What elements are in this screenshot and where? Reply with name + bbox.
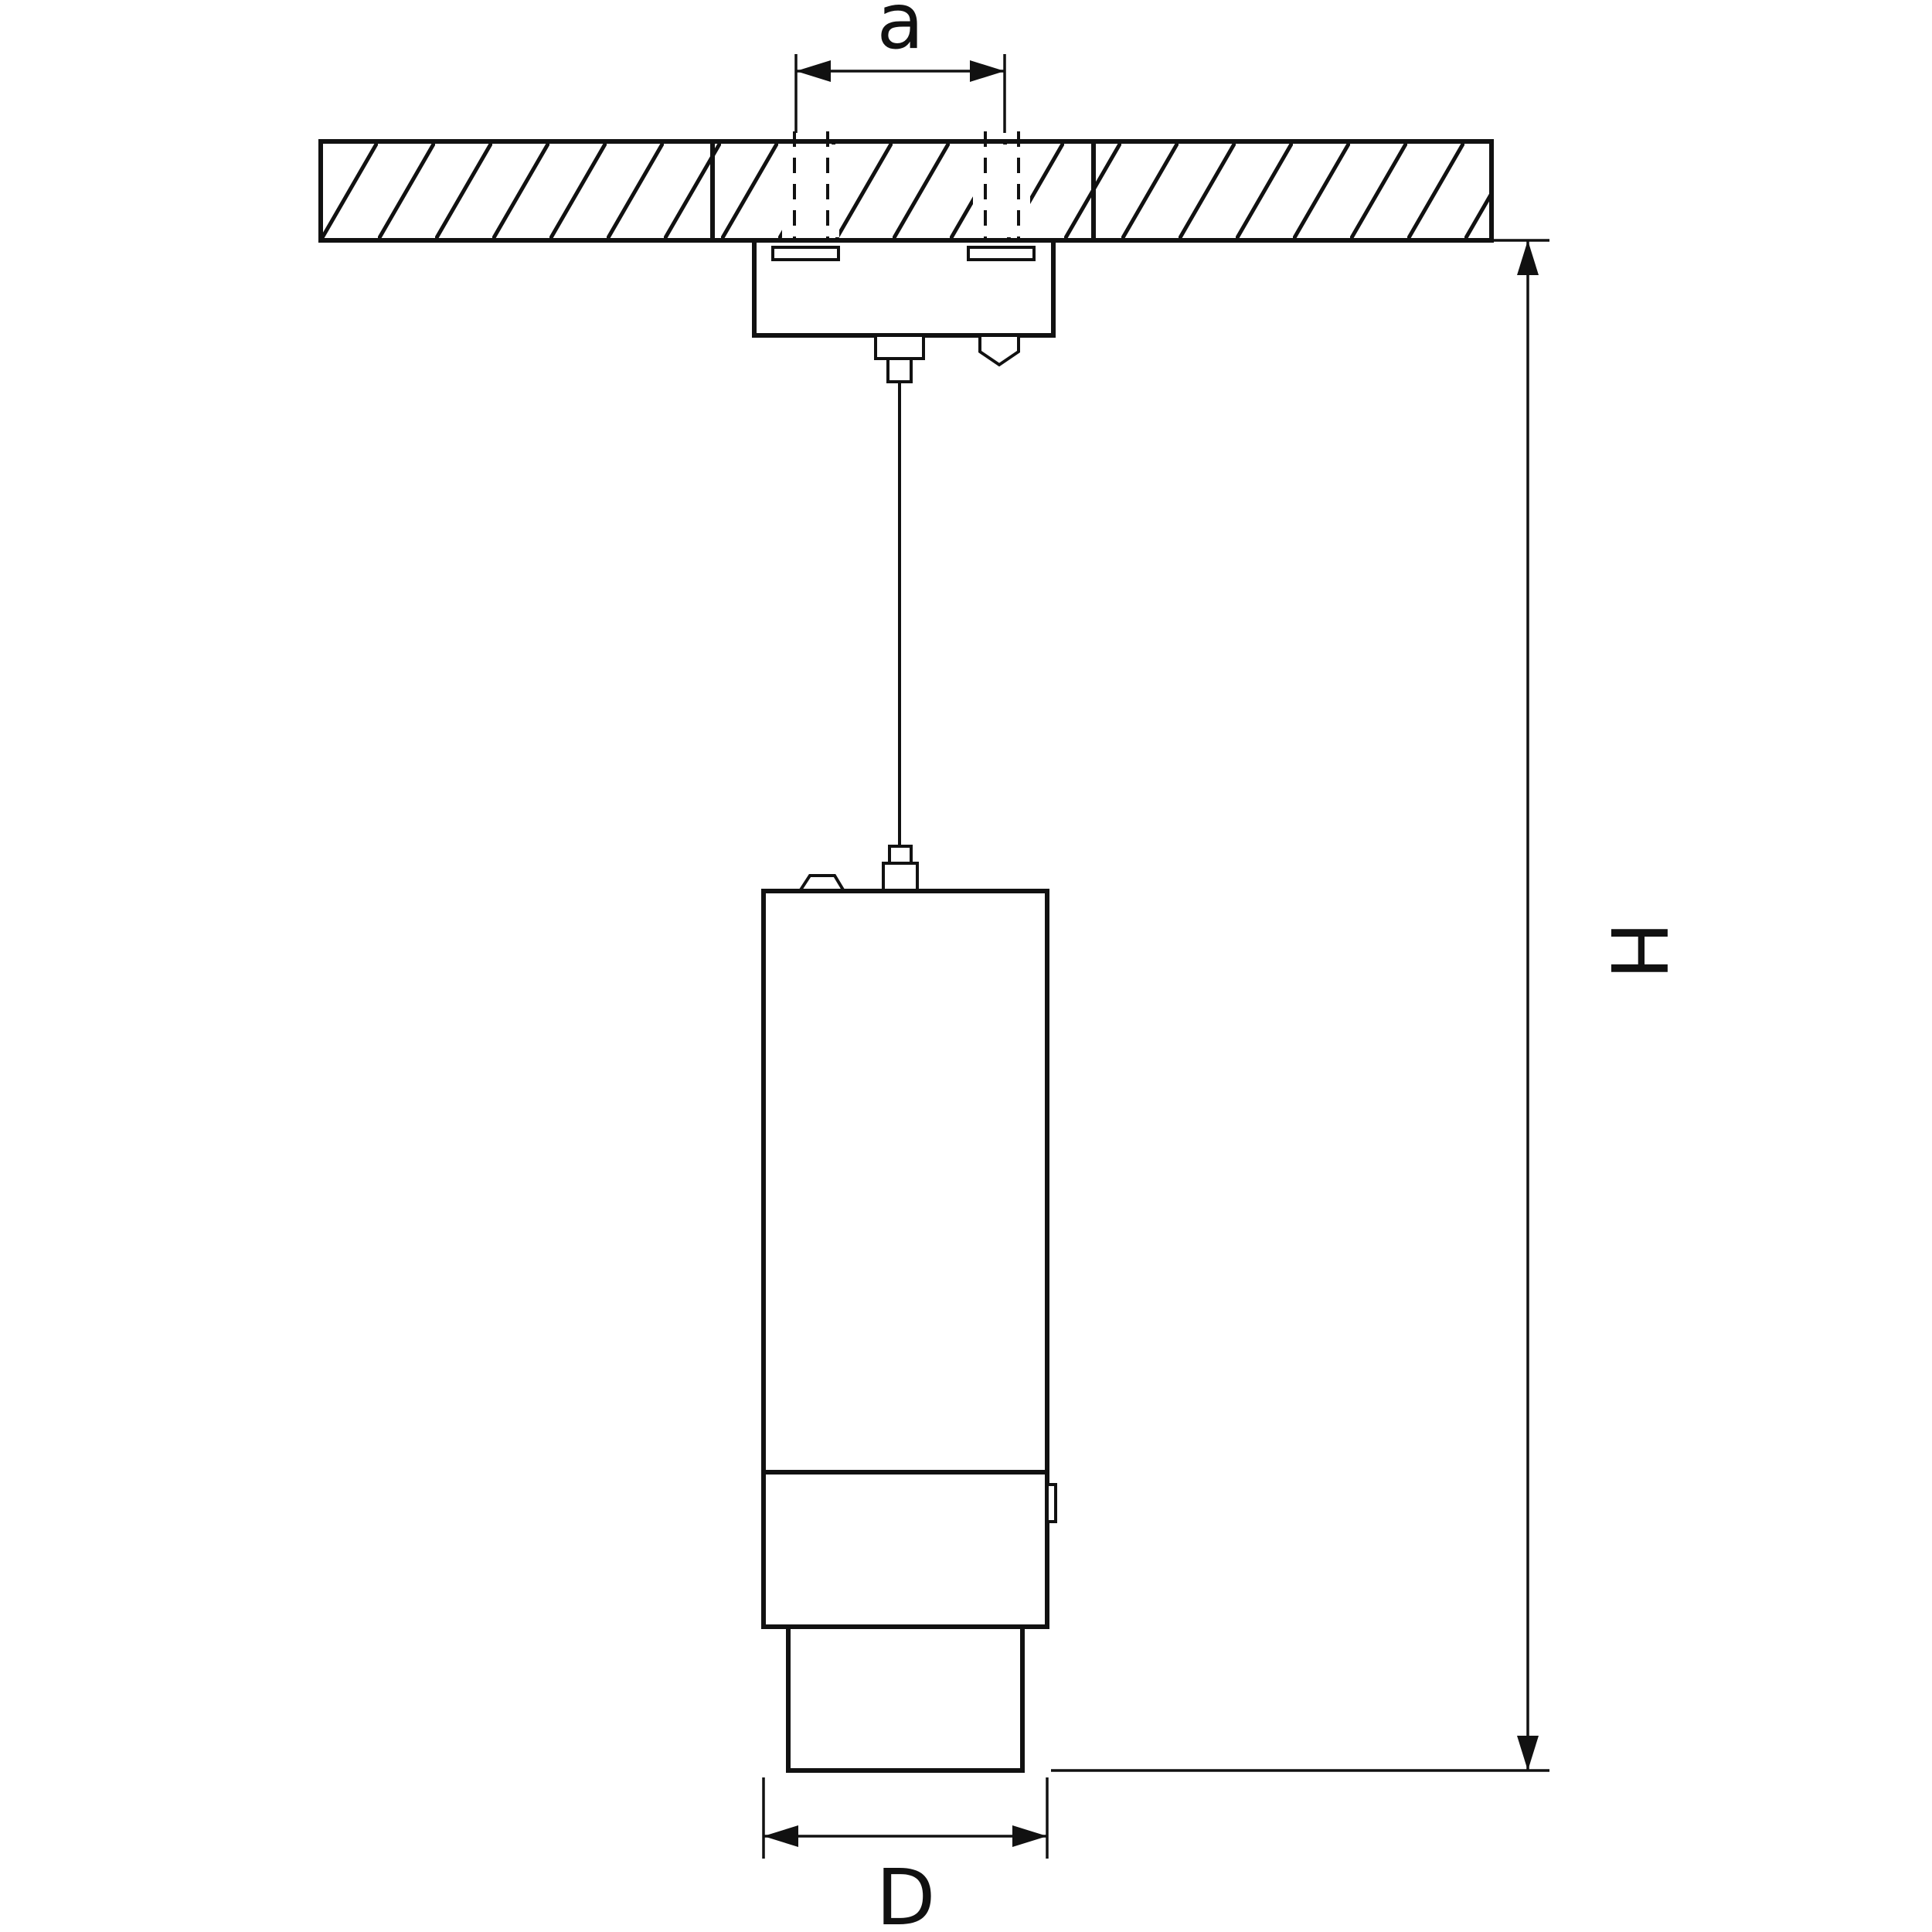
- dimension-d: D: [762, 1777, 1049, 1932]
- ceiling-hatch: [321, 141, 1492, 240]
- dim-a-arrow-right: [970, 60, 1005, 82]
- dim-a-arrow-left: [796, 60, 831, 82]
- label-h: H: [1593, 921, 1683, 979]
- lamp: [761, 845, 1057, 1773]
- hole-clearance-right: [973, 145, 1030, 237]
- hole-clearance-left: [782, 145, 839, 237]
- ceiling-section: [318, 131, 1494, 267]
- dim-d-arrow-left: [764, 1825, 798, 1847]
- lamp-diffuser: [786, 1624, 1025, 1773]
- dimension-h: H: [1051, 239, 1683, 1772]
- dim-h-arrow-bottom: [1517, 1736, 1539, 1770]
- lamp-cable-grip-top: [888, 845, 913, 865]
- lamp-cable-grip-base: [882, 862, 919, 893]
- canopy-clamp-tab: [978, 334, 1020, 367]
- dim-d-arrow-right: [1012, 1825, 1047, 1847]
- canopy-cable-nipple: [886, 357, 913, 383]
- canopy-cable-fitting: [874, 334, 925, 360]
- label-a: a: [876, 0, 923, 66]
- lamp-side-latch: [1046, 1483, 1057, 1523]
- dim-h-arrow-top: [1517, 240, 1539, 275]
- label-d: D: [876, 1852, 935, 1932]
- lamp-body: [761, 889, 1049, 1629]
- canopy-screw-left: [771, 246, 840, 261]
- dimension-a: a: [794, 0, 1006, 133]
- canopy: [752, 238, 1056, 383]
- canopy-screw-right: [967, 246, 1036, 261]
